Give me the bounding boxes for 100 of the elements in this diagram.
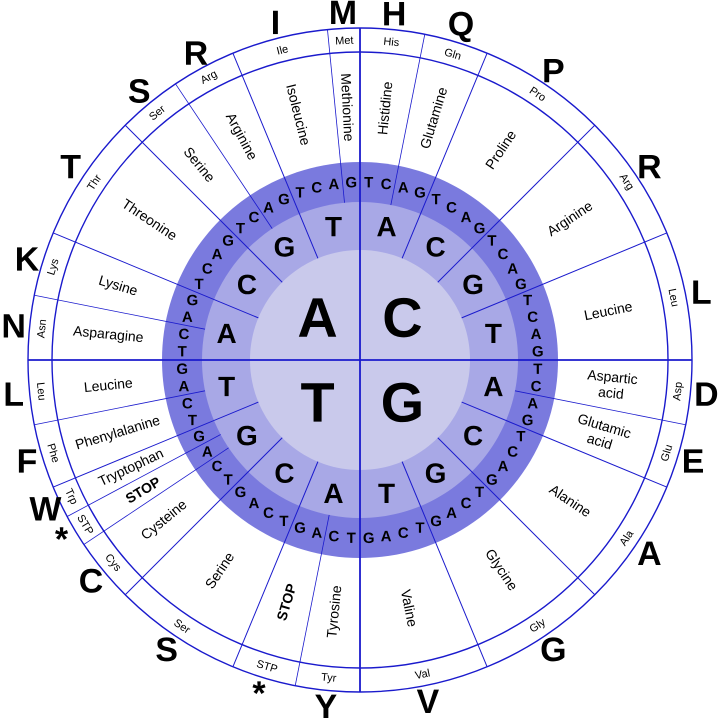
amino-acid-letter: T <box>60 155 81 178</box>
amino-acid-letter: R <box>186 41 208 65</box>
amino-acid-letter: Q <box>449 12 473 42</box>
amino-acid-abbreviation: Ser <box>149 106 164 120</box>
amino-acid-letter: V <box>416 690 439 713</box>
amino-acid-name: Leucine <box>584 304 632 320</box>
base-letter: A <box>381 530 392 542</box>
amino-acid-abbreviation: Gly <box>530 619 545 632</box>
base-letter: G <box>486 474 497 485</box>
base-letter: T <box>218 376 235 396</box>
base-letter: C <box>329 530 339 542</box>
amino-acid-letter: * <box>55 527 68 540</box>
amino-acid-abbreviation: STP <box>256 660 278 672</box>
base-letter: G <box>237 426 256 446</box>
base-letter: T <box>188 414 197 426</box>
base-letter: G <box>430 516 441 526</box>
base-letter: T <box>488 235 496 246</box>
amino-acid-letter: L <box>6 382 23 406</box>
base-letter: A <box>377 217 396 236</box>
base-letter: A <box>531 328 542 340</box>
amino-acid-abbreviation: Glu <box>661 444 672 461</box>
amino-acid-letter: * <box>252 681 266 694</box>
base-letter: T <box>301 383 334 422</box>
amino-acid-abbreviation: Pro <box>529 86 545 101</box>
amino-acid-name: Histidine <box>378 82 392 134</box>
amino-acid-abbreviation: STP <box>78 514 94 533</box>
base-letter: A <box>528 398 538 408</box>
amino-acid-abbreviation: Lys <box>46 259 58 275</box>
amino-acid-abbreviation: His <box>384 37 399 46</box>
amino-acid-letter: C <box>80 568 102 593</box>
base-letter: C <box>498 248 508 260</box>
amino-acid-letter: L <box>693 280 711 304</box>
base-letter: T <box>280 516 288 526</box>
amino-acid-letter: S <box>156 637 177 662</box>
amino-acid-letter: D <box>696 382 718 406</box>
base-letter: A <box>263 202 274 212</box>
base-letter: G <box>187 294 198 306</box>
amino-acid-name: Lysine <box>98 275 137 296</box>
amino-acid-letter: R <box>639 155 661 178</box>
base-letter: G <box>532 346 543 357</box>
base-letter: A <box>498 460 508 472</box>
base-letter: G <box>222 235 233 246</box>
amino-acid-name: Asparagine <box>72 326 143 343</box>
amino-acid-letter: I <box>273 10 278 34</box>
base-letter: A <box>298 298 336 337</box>
base-letter: C <box>212 460 222 472</box>
amino-acid-abbreviation: Ser <box>174 619 190 633</box>
base-letter: C <box>264 507 274 518</box>
base-letter: G <box>414 187 425 198</box>
amino-acid-abbreviation: Tyr <box>322 672 336 684</box>
base-letter: G <box>235 486 246 498</box>
base-letter: C <box>182 398 192 409</box>
amino-acid-letter: E <box>684 449 703 473</box>
base-letter: C <box>202 263 212 274</box>
base-letter: A <box>328 178 339 190</box>
base-letter: C <box>528 311 538 322</box>
base-letter: T <box>224 474 233 485</box>
base-letter: A <box>178 380 189 392</box>
amino-acid-name: Isoleucine <box>286 84 308 146</box>
amino-acid-name: Tyrosine <box>326 586 342 638</box>
base-letter: T <box>364 177 374 188</box>
amino-acid-abbreviation: Gln <box>444 48 461 60</box>
amino-acid-abbreviation: Phe <box>47 443 58 462</box>
base-letter: C <box>312 182 322 193</box>
base-letter: T <box>178 346 187 356</box>
amino-acid-letter: K <box>17 247 39 271</box>
amino-acid-name: Glutamic acid <box>578 414 630 450</box>
base-letter: G <box>474 222 484 234</box>
amino-acid-name: Aspartic acid <box>587 370 638 399</box>
amino-acid-abbreviation: Met <box>336 36 354 44</box>
amino-acid-abbreviation: Cys <box>106 554 120 572</box>
amino-acid-abbreviation: Asp <box>672 382 684 401</box>
base-letter: T <box>475 486 484 498</box>
amino-acid-abbreviation: Trp <box>66 488 76 504</box>
amino-acid-abbreviation: Ile <box>276 46 288 55</box>
base-letter: T <box>325 217 342 236</box>
base-letter: T <box>346 532 356 543</box>
base-letter: A <box>324 484 343 503</box>
base-letter: T <box>485 324 502 344</box>
base-letter: G <box>194 430 204 442</box>
base-letter: A <box>202 446 212 457</box>
amino-acid-letter: N <box>4 314 24 338</box>
amino-acid-letter: A <box>638 542 661 565</box>
amino-acid-name: Leucine <box>84 378 132 392</box>
base-letter: G <box>516 278 526 290</box>
base-letter: G <box>364 532 374 544</box>
amino-acid-abbreviation: Ala <box>620 532 634 547</box>
amino-acid-abbreviation: Leu <box>668 288 678 307</box>
base-letter: A <box>212 248 222 260</box>
base-letter: C <box>531 380 542 392</box>
base-letter: G <box>426 463 445 483</box>
base-letter: G <box>294 522 305 533</box>
base-letter: G <box>346 176 356 188</box>
amino-acid-letter: M <box>331 0 355 24</box>
amino-acid-abbreviation: Arg <box>202 71 218 84</box>
base-letter: A <box>484 376 503 396</box>
base-letter: T <box>432 194 440 204</box>
base-letter: T <box>416 522 424 533</box>
base-letter: A <box>508 263 518 274</box>
amino-acid-letter: H <box>384 2 404 26</box>
